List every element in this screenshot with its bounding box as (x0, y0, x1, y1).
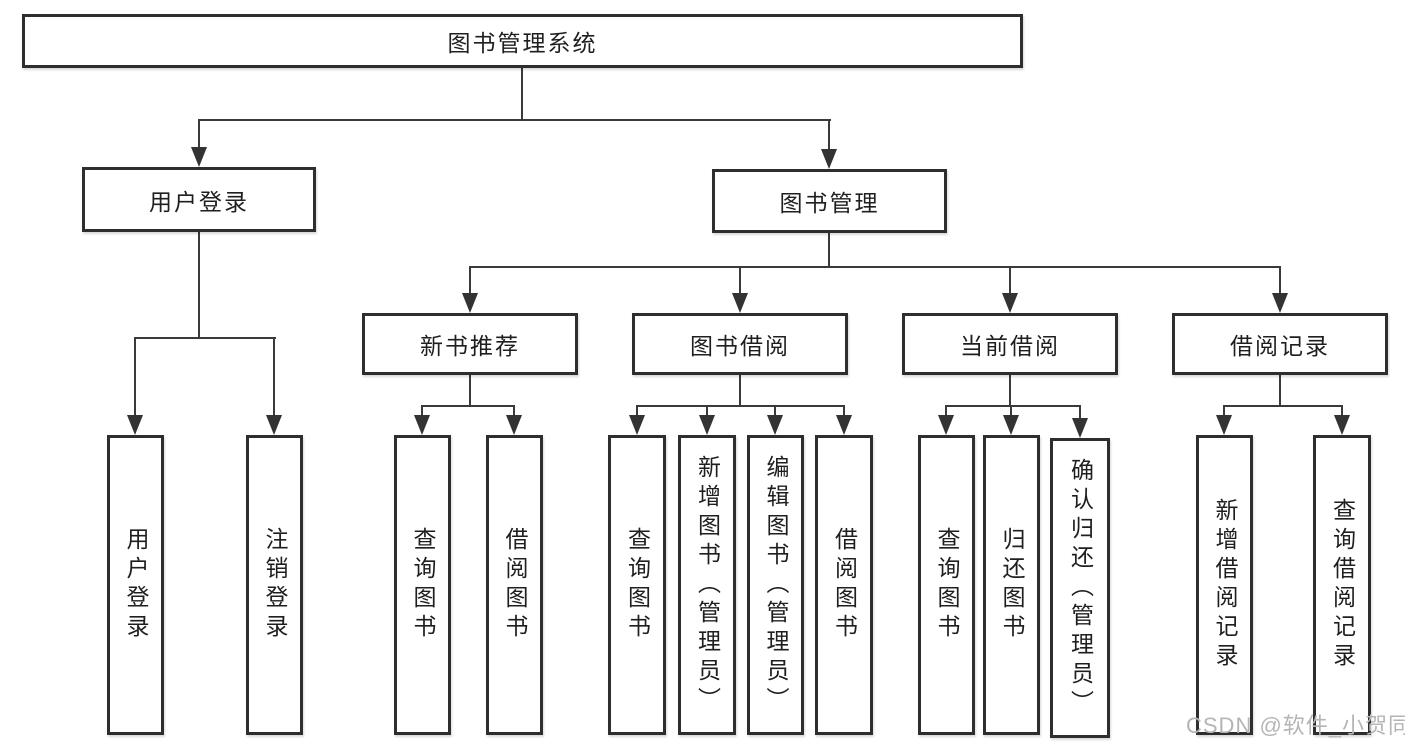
csdn-watermark: CSDN @软件_小贺同学 (1186, 713, 1405, 738)
connector-line (421, 405, 515, 407)
node-borrow-records-label: 借阅记录 (1230, 333, 1330, 359)
connector-line (198, 232, 200, 339)
arrow-down-icon (414, 415, 430, 435)
arrow-down-icon (127, 415, 143, 435)
leaf-logout-label: 注销登录 (262, 527, 288, 643)
connector-line (774, 405, 776, 417)
leaf-record-add: 新增借阅记录 (1196, 435, 1253, 735)
arrow-down-icon (938, 415, 954, 435)
leaf-newbook-borrow: 借阅图书 (486, 435, 543, 735)
connector-line (134, 337, 276, 339)
connector-line (1009, 375, 1011, 407)
node-root-label: 图书管理系统 (447, 30, 598, 56)
connector-line (273, 337, 275, 417)
arrow-down-icon (1003, 415, 1019, 435)
connector-line (1279, 375, 1281, 407)
arrow-down-icon (266, 415, 282, 435)
connector-line (636, 405, 845, 407)
arrow-down-icon (191, 147, 207, 167)
connector-line (945, 405, 1081, 407)
leaf-newbook-query-label: 查询图书 (410, 527, 436, 643)
leaf-current-query: 查询图书 (918, 435, 975, 735)
node-book-borrow-label: 图书借阅 (690, 333, 790, 359)
leaf-borrow-borrow-label: 借阅图书 (831, 527, 858, 643)
leaf-user-login-label: 用户登录 (123, 527, 149, 643)
connector-line (134, 337, 136, 417)
leaf-current-confirm-label: 确认归还（管理员） (1067, 457, 1094, 719)
node-new-book: 新书推荐 (362, 313, 578, 375)
arrow-down-icon (732, 293, 748, 313)
connector-line (198, 119, 200, 149)
connector-line (636, 405, 638, 417)
arrow-down-icon (836, 415, 852, 435)
leaf-current-return-label: 归还图书 (999, 527, 1025, 643)
connector-line (421, 405, 423, 417)
leaf-record-query: 查询借阅记录 (1313, 435, 1371, 735)
arrow-down-icon (1334, 415, 1350, 435)
leaf-borrow-add-label: 新增图书（管理员） (694, 454, 721, 716)
arrow-down-icon (699, 415, 715, 435)
connector-line (1341, 405, 1343, 417)
leaf-logout: 注销登录 (246, 435, 303, 735)
connector-line (1010, 405, 1012, 417)
arrow-down-icon (1002, 293, 1018, 313)
leaf-borrow-query-label: 查询图书 (624, 527, 651, 643)
leaf-current-query-label: 查询图书 (934, 527, 960, 643)
node-book-mgmt: 图书管理 (712, 169, 947, 233)
node-user-login: 用户登录 (82, 167, 316, 232)
leaf-record-add-label: 新增借阅记录 (1212, 498, 1238, 672)
leaf-borrow-edit: 编辑图书（管理员） (747, 435, 804, 735)
connector-line (739, 375, 741, 407)
node-current-borrow-label: 当前借阅 (960, 333, 1060, 359)
connector-line (828, 119, 830, 151)
connector-line (1223, 405, 1225, 417)
connector-line (1279, 266, 1281, 295)
node-user-login-label: 用户登录 (149, 188, 249, 215)
leaf-user-login: 用户登录 (107, 435, 164, 735)
node-borrow-records: 借阅记录 (1172, 313, 1388, 375)
arrow-down-icon (1072, 418, 1088, 438)
connector-line (706, 405, 708, 417)
node-book-borrow: 图书借阅 (632, 313, 848, 375)
leaf-borrow-query: 查询图书 (608, 435, 666, 735)
connector-line (469, 375, 471, 407)
connector-line (1223, 405, 1343, 407)
leaf-borrow-borrow: 借阅图书 (815, 435, 873, 735)
node-book-mgmt-label: 图书管理 (779, 190, 880, 216)
leaf-borrow-add: 新增图书（管理员） (678, 435, 736, 735)
leaf-record-query-label: 查询借阅记录 (1329, 498, 1356, 672)
leaf-newbook-borrow-label: 借阅图书 (502, 527, 528, 643)
arrow-down-icon (821, 149, 837, 169)
arrow-down-icon (506, 415, 522, 435)
connector-line (828, 233, 830, 268)
connector-line (469, 266, 1281, 268)
node-new-book-label: 新书推荐 (420, 333, 520, 359)
node-current-borrow: 当前借阅 (902, 313, 1118, 375)
connector-line (945, 405, 947, 417)
leaf-borrow-edit-label: 编辑图书（管理员） (763, 454, 789, 716)
connector-line (513, 405, 515, 417)
connector-line (469, 266, 471, 295)
leaf-newbook-query: 查询图书 (394, 435, 451, 735)
connector-line (198, 119, 831, 121)
leaf-current-return: 归还图书 (983, 435, 1040, 735)
connector-line (1009, 266, 1011, 295)
connector-line (843, 405, 845, 417)
arrow-down-icon (1216, 415, 1232, 435)
arrow-down-icon (462, 293, 478, 313)
arrow-down-icon (1272, 293, 1288, 313)
connector-line (739, 266, 741, 295)
connector-line (521, 68, 523, 121)
arrow-down-icon (767, 415, 783, 435)
node-root: 图书管理系统 (22, 14, 1023, 68)
leaf-current-confirm: 确认归还（管理员） (1050, 438, 1110, 738)
connector-line (1079, 405, 1081, 420)
arrow-down-icon (629, 415, 645, 435)
